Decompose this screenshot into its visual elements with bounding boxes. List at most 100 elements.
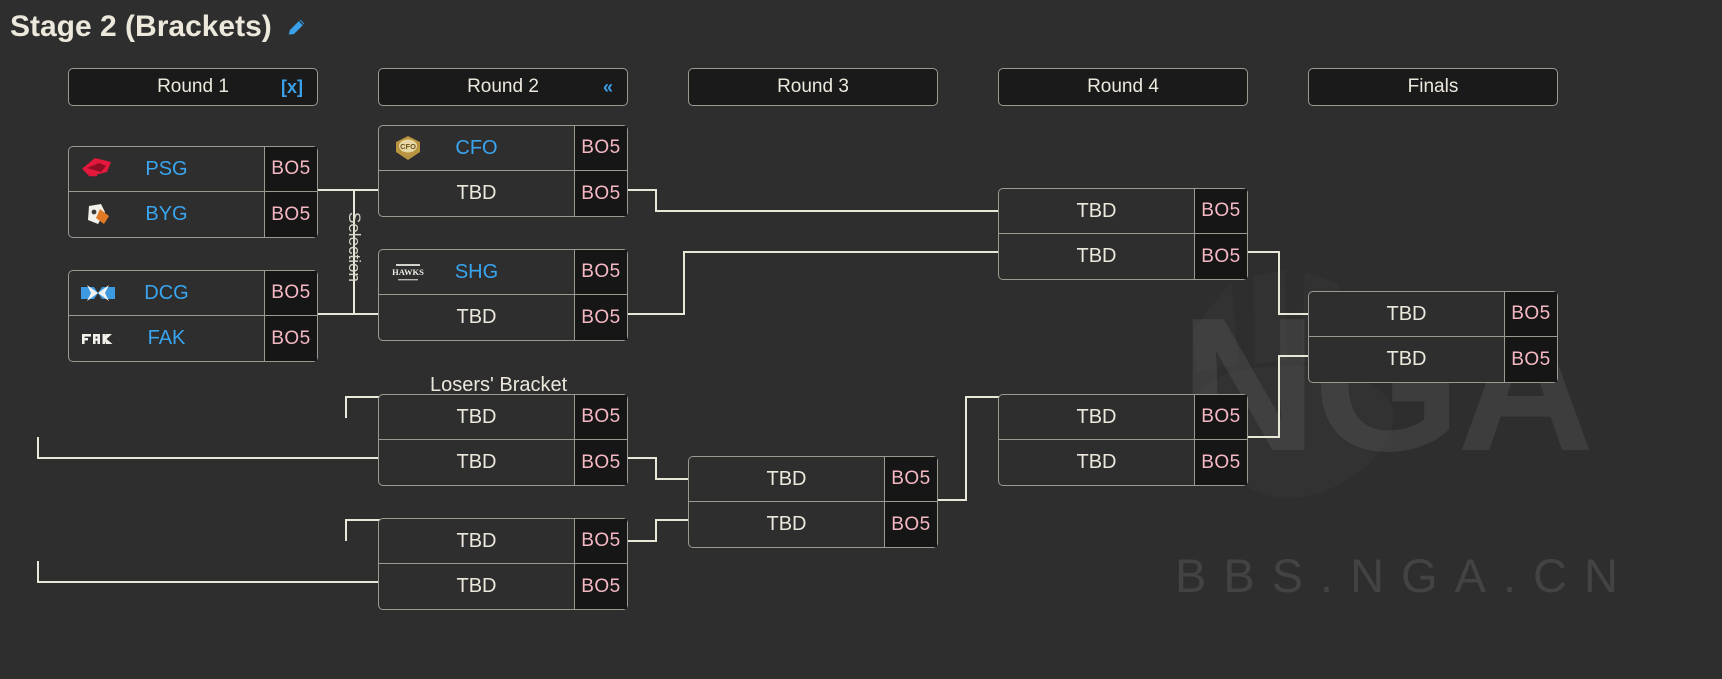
connector [1245,436,1280,438]
match-row[interactable]: TBD BO5 [378,440,628,486]
round-header-round-2[interactable]: Round 2 « [378,68,628,106]
match-row[interactable]: CFO CFO BO5 [378,125,628,171]
page-title: Stage 2 (Brackets) [10,10,272,43]
team-slot[interactable]: FAK [69,316,264,361]
match-finals[interactable]: TBD BO5 TBD BO5 [1308,291,1558,383]
match-format: BO5 [264,271,317,315]
round-header-label: Round 2 [467,76,539,97]
team-slot[interactable]: TBD [379,171,574,216]
team-slot[interactable]: TBD [1309,337,1504,382]
connector [625,457,657,459]
team-slot[interactable]: TBD [999,440,1194,485]
team-slot[interactable]: TBD [999,395,1194,439]
connector [345,396,380,398]
match-row[interactable]: TBD BO5 [998,188,1248,234]
round-1-close-control[interactable]: [x] [281,76,303,97]
deep-cross-gaming-logo [81,285,115,301]
match-format: BO5 [574,519,627,563]
team-name: FAK [147,327,186,349]
round-header-round-4[interactable]: Round 4 [998,68,1248,106]
round-header-label: Round 3 [777,76,849,97]
match-r4-m2[interactable]: TBD BO5 TBD BO5 [998,394,1248,486]
team-slot[interactable]: CFO CFO [379,126,574,170]
match-row[interactable]: TBD BO5 [1308,291,1558,337]
team-slot[interactable]: TBD [379,564,574,609]
round-2-collapse-control[interactable]: « [602,76,613,97]
pencil-icon[interactable] [286,16,308,38]
softbank-hawks-logo: HAWKS [392,264,424,281]
round-header-label: Finals [1407,76,1459,97]
watermark-site: BBS.NGA.CN [1175,549,1635,602]
team-slot[interactable]: BYG [69,192,264,237]
connector [655,210,1000,212]
match-format: BO5 [574,295,627,340]
match-format: BO5 [574,126,627,170]
connector [1278,355,1280,438]
team-slot[interactable]: DCG [69,271,264,315]
match-r3-m1[interactable]: TBD BO5 TBD BO5 [688,456,938,548]
match-format: BO5 [1194,189,1247,233]
match-r4-m1[interactable]: TBD BO5 TBD BO5 [998,188,1248,280]
team-slot[interactable]: TBD [379,519,574,563]
match-row[interactable]: TBD BO5 [998,440,1248,486]
team-slot[interactable]: TBD [689,457,884,501]
connector [625,189,657,191]
team-slot[interactable]: TBD [689,502,884,547]
team-slot[interactable]: TBD [1309,292,1504,336]
match-format: BO5 [264,316,317,361]
team-name: TBD [456,306,497,328]
match-row[interactable]: TBD BO5 [378,518,628,564]
match-lb-m1[interactable]: TBD BO5 TBD BO5 [378,394,628,486]
match-row[interactable]: HAWKS SHG BO5 [378,249,628,295]
match-lb-m2[interactable]: TBD BO5 TBD BO5 [378,518,628,610]
round-header-round-1[interactable]: Round 1 [x] [68,68,318,106]
match-row[interactable]: TBD BO5 [378,295,628,341]
match-row[interactable]: BYG BO5 [68,192,318,238]
match-row[interactable]: PSG BO5 [68,146,318,192]
match-row[interactable]: TBD BO5 [998,394,1248,440]
team-name: BYG [145,203,188,225]
match-row[interactable]: TBD BO5 [688,502,938,548]
team-slot[interactable]: HAWKS SHG [379,250,574,294]
match-row[interactable]: TBD BO5 [1308,337,1558,383]
match-row[interactable]: FAK BO5 [68,316,318,362]
match-r2-m2[interactable]: HAWKS SHG BO5 TBD BO5 [378,249,628,341]
match-row[interactable]: TBD BO5 [378,171,628,217]
team-name: TBD [766,513,807,535]
round-header-round-3[interactable]: Round 3 [688,68,938,106]
connector [655,519,690,521]
connector [37,437,39,459]
connector [1278,251,1280,315]
match-row[interactable]: TBD BO5 [998,234,1248,280]
team-slot[interactable]: TBD [379,440,574,485]
match-r1-m2[interactable]: DCG BO5 FAK BO5 [68,270,318,362]
team-slot[interactable]: TBD [999,234,1194,279]
connector [965,396,1000,398]
team-name: TBD [456,451,497,473]
team-name: TBD [1076,451,1117,473]
team-slot[interactable]: TBD [379,295,574,340]
page-title-row: Stage 2 (Brackets) [10,10,308,44]
match-format: BO5 [264,147,317,191]
team-slot[interactable]: PSG [69,147,264,191]
connector [317,313,355,315]
match-r2-m1[interactable]: CFO CFO BO5 TBD BO5 [378,125,628,217]
team-name: DCG [144,281,189,304]
match-row[interactable]: TBD BO5 [378,564,628,610]
connector [345,519,380,521]
match-row[interactable]: TBD BO5 [688,456,938,502]
match-r1-m1[interactable]: PSG BO5 BYG BO5 [68,146,318,238]
match-format: BO5 [884,457,937,501]
team-name: TBD [1076,405,1117,428]
team-slot[interactable]: TBD [999,189,1194,233]
team-name: SHG [454,260,499,283]
round-header-finals[interactable]: Finals [1308,68,1558,106]
team-name: TBD [1076,199,1117,222]
match-row[interactable]: TBD BO5 [378,394,628,440]
losers-bracket-label: Losers' Bracket [430,374,568,396]
match-row[interactable]: DCG BO5 [68,270,318,316]
team-slot[interactable]: TBD [379,395,574,439]
round-header-label: Round 4 [1087,76,1159,97]
team-name: TBD [456,575,497,597]
team-name: TBD [766,467,807,490]
